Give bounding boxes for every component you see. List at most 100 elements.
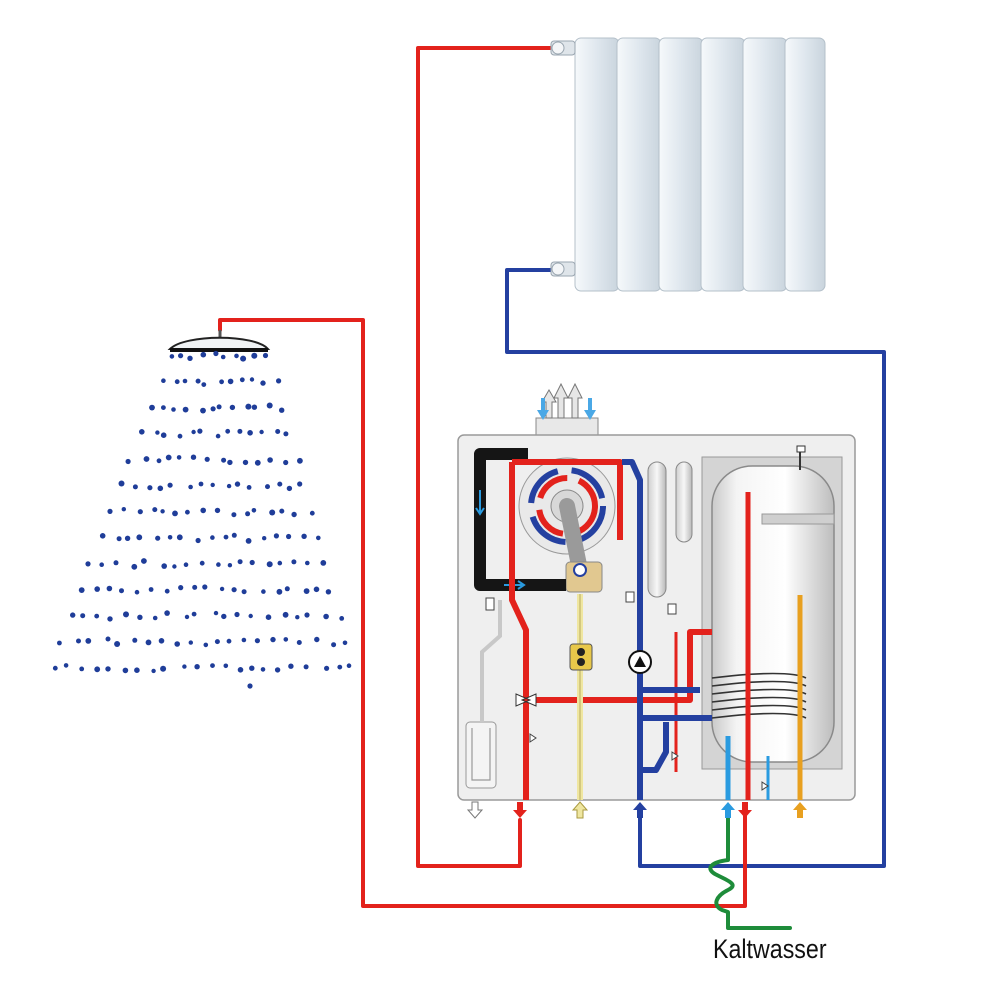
water-droplet bbox=[270, 636, 276, 643]
water-droplet bbox=[227, 459, 233, 466]
water-droplet bbox=[197, 428, 203, 434]
shower-head bbox=[167, 336, 271, 350]
water-droplet bbox=[267, 457, 273, 463]
water-droplet bbox=[174, 379, 180, 385]
water-droplet bbox=[204, 456, 210, 462]
water-droplet bbox=[295, 615, 300, 620]
water-droplet bbox=[147, 485, 153, 491]
water-droplet bbox=[148, 587, 154, 592]
water-droplet bbox=[227, 378, 234, 385]
water-droplet bbox=[145, 639, 152, 646]
water-droplet bbox=[132, 637, 138, 643]
water-droplet bbox=[131, 563, 138, 570]
water-droplet bbox=[277, 481, 283, 487]
water-droplet bbox=[183, 562, 189, 567]
water-droplet bbox=[216, 562, 221, 567]
water-droplet bbox=[123, 611, 129, 618]
water-droplet bbox=[116, 536, 122, 542]
water-droplet bbox=[337, 664, 343, 670]
water-droplet bbox=[231, 587, 237, 593]
water-droplet bbox=[114, 641, 121, 647]
water-droplet bbox=[274, 667, 281, 673]
burner-heat-exchanger bbox=[518, 457, 616, 578]
water-droplet bbox=[286, 533, 292, 540]
intake-arrows bbox=[537, 398, 596, 420]
water-droplet bbox=[191, 611, 197, 617]
water-droplet bbox=[254, 638, 260, 644]
water-droplet bbox=[210, 535, 215, 540]
water-droplet bbox=[283, 431, 289, 437]
water-droplet bbox=[151, 668, 156, 674]
water-droplet bbox=[171, 407, 176, 412]
water-droplet bbox=[99, 562, 104, 567]
water-droplet bbox=[113, 560, 119, 566]
water-droplet bbox=[107, 616, 113, 622]
water-droplet bbox=[105, 666, 111, 672]
water-droplet bbox=[94, 666, 101, 673]
water-droplet bbox=[297, 481, 303, 487]
water-droplet bbox=[160, 432, 167, 439]
water-droplet bbox=[223, 663, 229, 669]
water-droplet bbox=[269, 509, 276, 516]
water-droplet bbox=[254, 459, 261, 466]
water-droplet bbox=[203, 642, 209, 648]
shower-head-rim bbox=[170, 348, 268, 352]
water-droplet bbox=[167, 482, 173, 488]
water-droplet bbox=[227, 563, 233, 568]
water-droplet bbox=[304, 612, 310, 618]
water-droplet bbox=[165, 454, 172, 461]
radiator bbox=[550, 37, 826, 292]
water-droplet bbox=[266, 561, 273, 568]
water-droplet bbox=[226, 638, 232, 644]
water-droplet bbox=[309, 510, 315, 516]
anode-rod bbox=[761, 513, 835, 525]
circulation-pump bbox=[628, 650, 652, 674]
water-droplet bbox=[273, 533, 279, 539]
water-droplet bbox=[161, 563, 167, 569]
pipes-background bbox=[218, 46, 886, 930]
radiator-return-pipe bbox=[505, 268, 886, 868]
water-droplet bbox=[339, 616, 345, 621]
water-droplet bbox=[234, 353, 239, 359]
water-droplet bbox=[210, 482, 215, 488]
water-droplet bbox=[122, 667, 129, 674]
water-droplet bbox=[157, 485, 164, 492]
water-droplet bbox=[277, 560, 283, 566]
water-droplet bbox=[213, 610, 219, 616]
water-droplet bbox=[221, 613, 227, 620]
shower-hot-water-pipe bbox=[218, 318, 747, 908]
condensate-drain-arrow bbox=[466, 801, 484, 819]
water-droplet bbox=[288, 663, 294, 669]
water-droplet bbox=[296, 640, 302, 645]
water-droplet bbox=[249, 559, 255, 566]
water-droplet bbox=[234, 481, 241, 487]
water-droplet bbox=[286, 485, 293, 492]
water-droplet bbox=[105, 636, 111, 642]
water-droplet bbox=[200, 407, 206, 414]
internal-return-circuit bbox=[622, 459, 712, 800]
water-droplet bbox=[223, 534, 229, 540]
water-droplet bbox=[194, 664, 200, 670]
water-droplet bbox=[57, 640, 62, 646]
water-droplet bbox=[141, 558, 147, 564]
water-droplet bbox=[190, 454, 197, 460]
exhaust-arrows bbox=[541, 382, 583, 419]
water-droplet bbox=[160, 665, 167, 672]
water-droplet bbox=[139, 429, 145, 435]
water-droplet bbox=[216, 404, 222, 410]
water-droplet bbox=[160, 509, 165, 514]
safety-valves bbox=[485, 591, 769, 791]
water-droplet bbox=[229, 404, 236, 411]
water-droplet bbox=[184, 614, 190, 620]
water-droplet bbox=[283, 637, 289, 642]
water-droplet bbox=[198, 481, 204, 487]
hot-out-arrow bbox=[738, 802, 752, 818]
cold-water-label: Kaltwasser bbox=[713, 934, 827, 964]
water-droplet bbox=[156, 458, 162, 464]
water-droplet bbox=[279, 407, 285, 413]
water-droplet bbox=[106, 585, 113, 592]
water-droplet bbox=[164, 610, 170, 616]
water-droplet bbox=[231, 512, 237, 518]
water-droplet bbox=[266, 402, 273, 409]
water-droplet bbox=[313, 586, 320, 593]
